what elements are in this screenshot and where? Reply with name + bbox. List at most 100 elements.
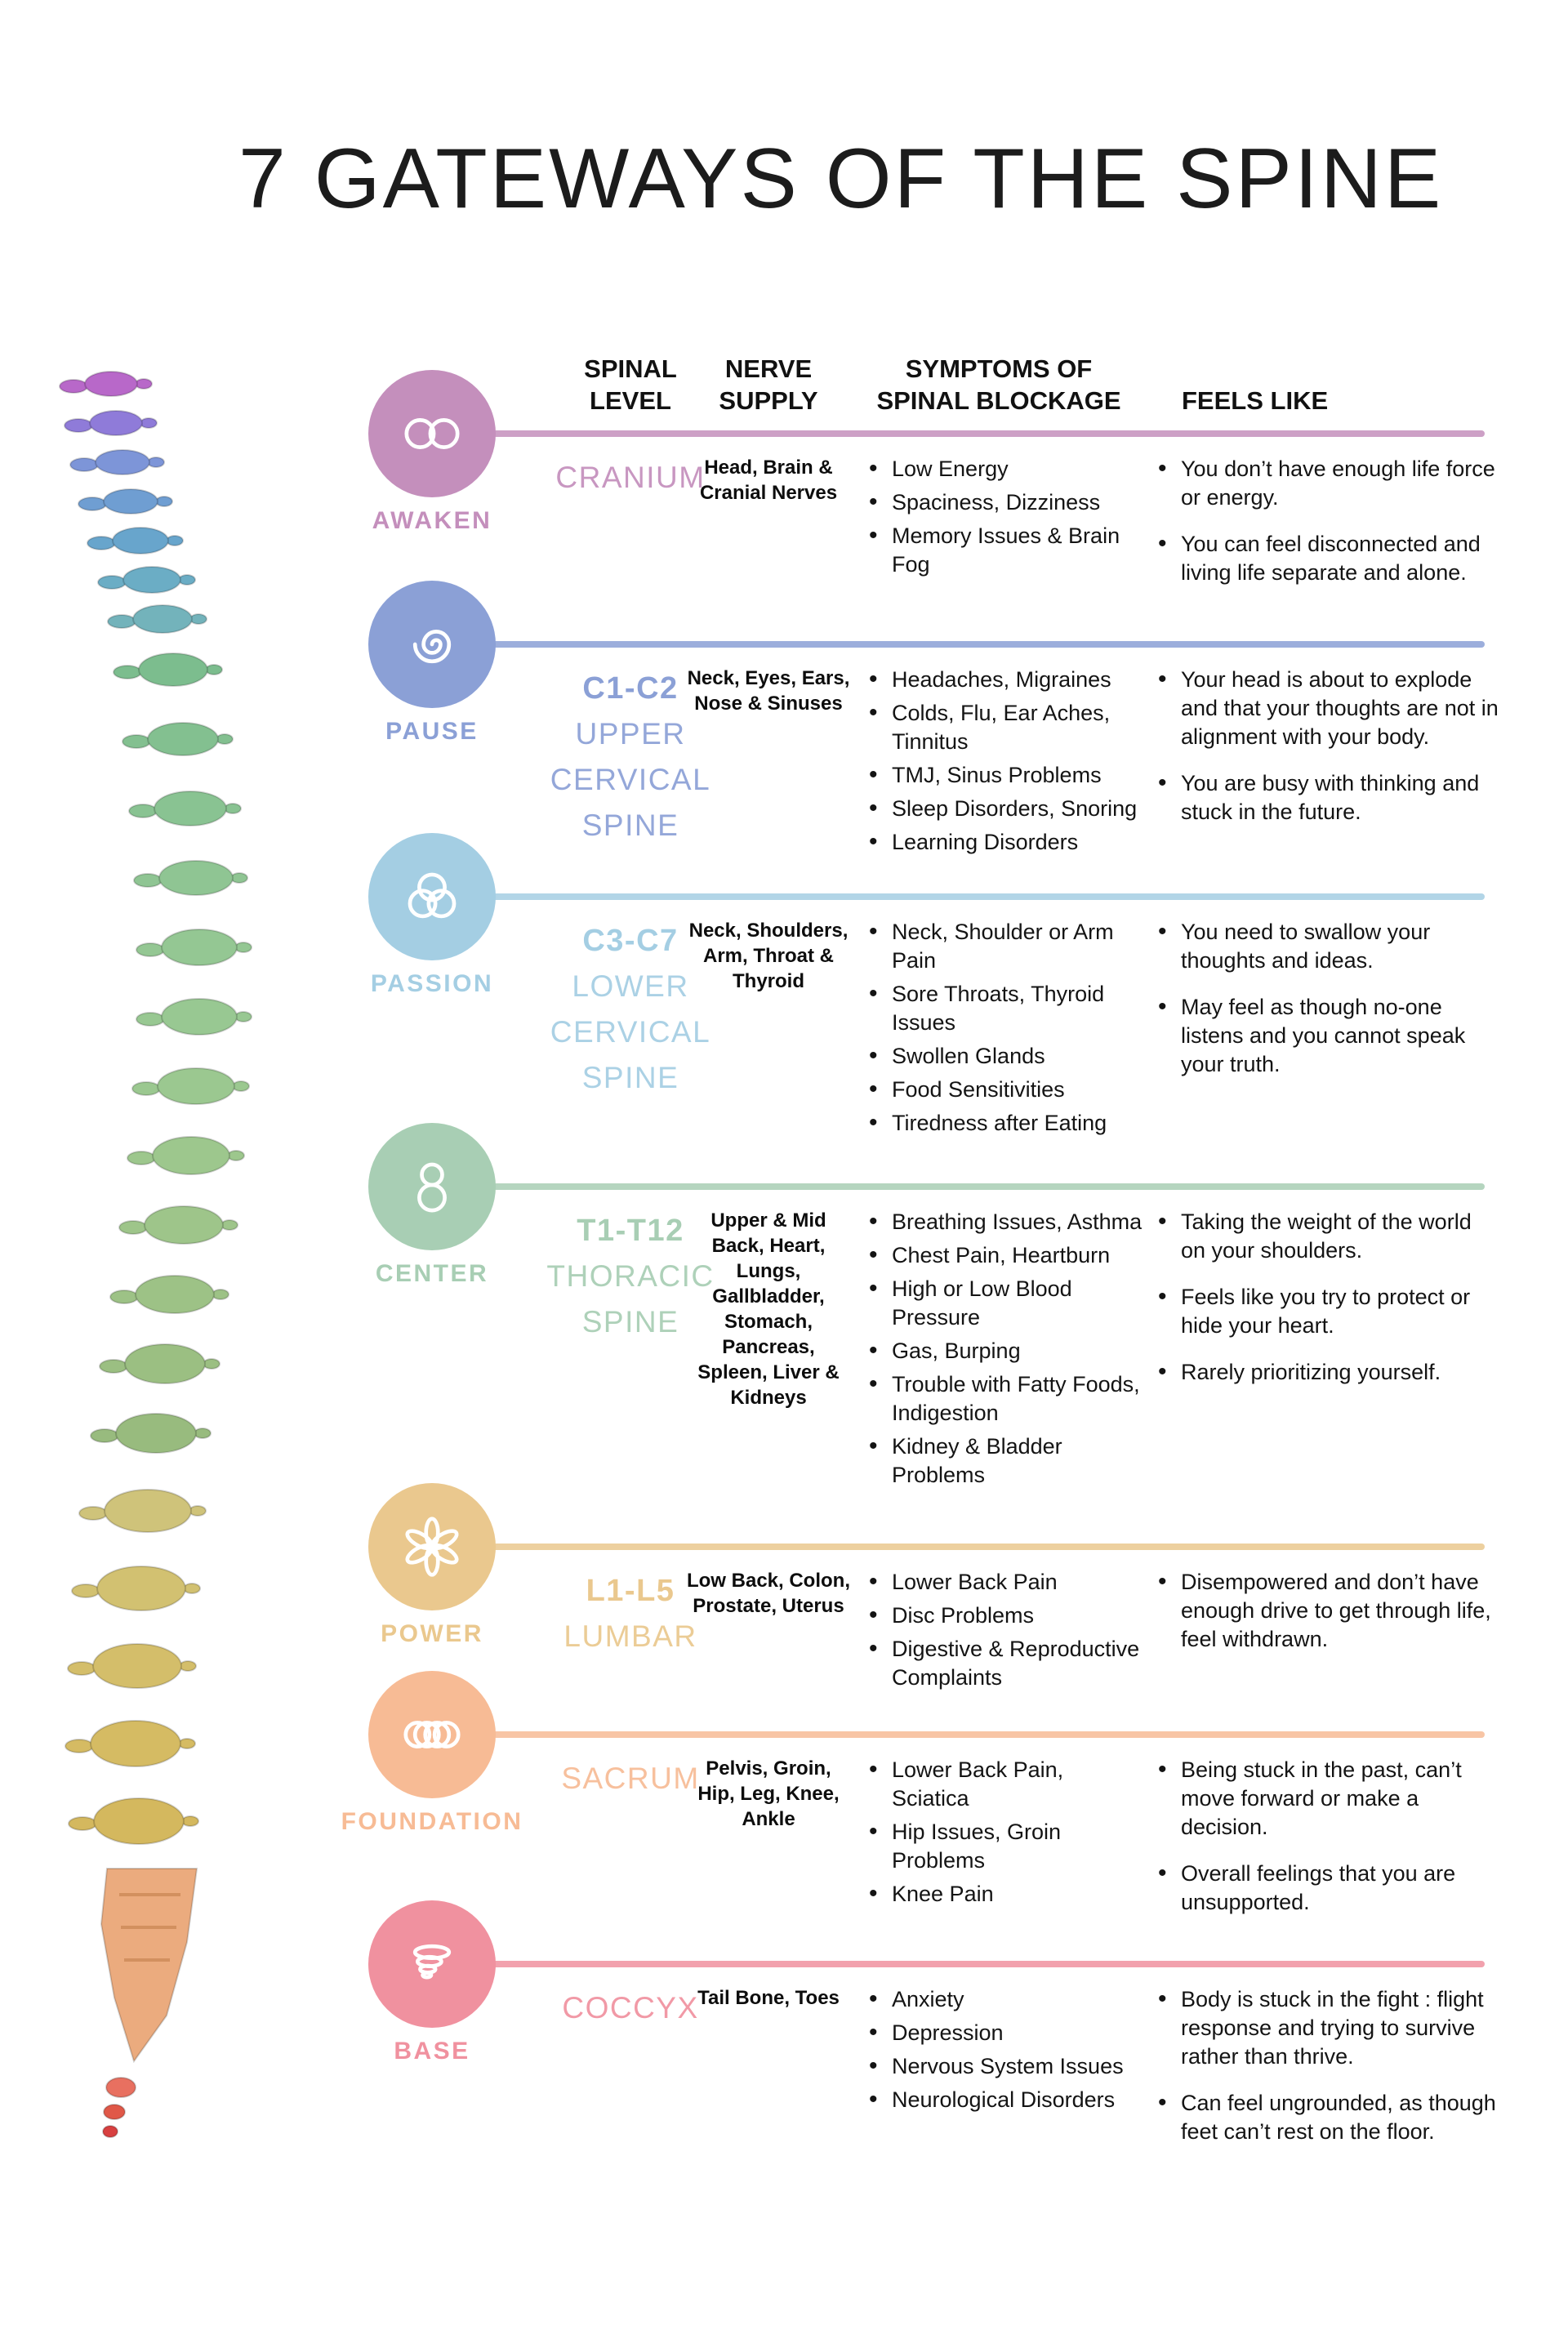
bullet-item: Your head is about to explode and that y… bbox=[1156, 665, 1499, 751]
spinal-level-code: C1-C2 bbox=[582, 671, 679, 706]
bullet-item: Sleep Disorders, Snoring bbox=[867, 794, 1145, 823]
spinal-level-name: LOWER CERVICAL SPINE bbox=[550, 969, 711, 1094]
bullet-item: Neck, Shoulder or Arm Pain bbox=[867, 917, 1145, 975]
row-divider-line bbox=[448, 430, 1485, 437]
bullet-item: Food Sensitivities bbox=[867, 1075, 1145, 1104]
feels-like-list: You don’t have enough life force or ener… bbox=[1156, 454, 1499, 605]
symptoms-list: Headaches, MigrainesColds, Flu, Ear Ache… bbox=[867, 665, 1145, 862]
spinal-level: L1-L5 LUMBAR bbox=[532, 1568, 728, 1659]
bullet-item: Neurological Disorders bbox=[867, 2085, 1145, 2114]
bullet-item: Taking the weight of the world on your s… bbox=[1156, 1207, 1499, 1265]
bullet-item: You need to swallow your thoughts and id… bbox=[1156, 917, 1499, 975]
nerve-supply-text: Neck, Shoulders, Arm, Throat & Thyroid bbox=[688, 920, 849, 992]
bullet-item: Headaches, Migraines bbox=[867, 665, 1145, 694]
spinal-level: SACRUM bbox=[532, 1756, 728, 1802]
bullet-item: Low Energy bbox=[867, 454, 1145, 483]
spinal-level-code: C3-C7 bbox=[582, 924, 679, 958]
flower-icon bbox=[405, 1517, 459, 1577]
spinal-level-name: CRANIUM bbox=[555, 461, 706, 494]
spine-svg bbox=[59, 371, 252, 2138]
feels-like-list: Your head is about to explode and that y… bbox=[1156, 665, 1499, 844]
gateway-badge bbox=[368, 581, 496, 708]
bullet-item: Sore Throats, Thyroid Issues bbox=[867, 979, 1145, 1037]
bullet-item: Kidney & Bladder Problems bbox=[867, 1432, 1145, 1490]
spinal-level-name: COCCYX bbox=[562, 1991, 699, 2025]
gateway-badge bbox=[368, 1671, 496, 1798]
bullet-item: Trouble with Fatty Foods, Indigestion bbox=[867, 1370, 1145, 1428]
bullet-item: Disempowered and don’t have enough drive… bbox=[1156, 1567, 1499, 1654]
spinal-level: COCCYX bbox=[532, 1985, 728, 2031]
bullet-item: High or Low Blood Pressure bbox=[867, 1274, 1145, 1332]
infinity-icon bbox=[404, 418, 460, 449]
symptoms-list: Lower Back PainDisc ProblemsDigestive & … bbox=[867, 1567, 1145, 1697]
nerve-supply-text: Pelvis, Groin, Hip, Leg, Knee, Ankle bbox=[697, 1757, 840, 1830]
feels-like-list: Being stuck in the past, can’t move forw… bbox=[1156, 1755, 1499, 1935]
tornado-icon bbox=[412, 1944, 452, 1980]
bullet-item: Chest Pain, Heartburn bbox=[867, 1241, 1145, 1270]
row-divider-line bbox=[448, 1544, 1485, 1550]
bullet-item: Rarely prioritizing yourself. bbox=[1156, 1357, 1499, 1387]
bullet-item: Spaciness, Dizziness bbox=[867, 488, 1145, 517]
feels-like-list: Disempowered and don’t have enough drive… bbox=[1156, 1567, 1499, 1672]
spinal-level: T1-T12 THORACIC SPINE bbox=[532, 1208, 728, 1345]
sacrum-shape bbox=[100, 1868, 198, 2064]
bullet-item: You are busy with thinking and stuck in … bbox=[1156, 768, 1499, 826]
bullet-item: You can feel disconnected and living lif… bbox=[1156, 529, 1499, 587]
row-divider-line bbox=[448, 641, 1485, 648]
bullet-item: Hip Issues, Groin Problems bbox=[867, 1817, 1145, 1875]
bullet-item: Lower Back Pain bbox=[867, 1567, 1145, 1597]
spinal-level-name: LUMBAR bbox=[564, 1619, 697, 1653]
row-divider-line bbox=[448, 1731, 1485, 1738]
bullet-item: Digestive & Reproductive Complaints bbox=[867, 1634, 1145, 1692]
symptoms-list: AnxietyDepressionNervous System IssuesNe… bbox=[867, 1984, 1145, 2119]
bullet-item: Nervous System Issues bbox=[867, 2051, 1145, 2081]
gateway-label: AWAKEN bbox=[372, 507, 492, 534]
figure-eight-icon bbox=[417, 1162, 447, 1213]
gateway-badge bbox=[368, 1123, 496, 1250]
triquetra-icon bbox=[408, 872, 457, 919]
spinal-level-code: T1-T12 bbox=[577, 1214, 684, 1248]
bullet-item: Body is stuck in the fight : flight resp… bbox=[1156, 1984, 1499, 2071]
gateway-badge bbox=[368, 370, 496, 497]
row-divider-line bbox=[448, 893, 1485, 900]
column-header-nerve-supply: NERVE SUPPLY bbox=[719, 354, 818, 415]
nerve-supply-text: Neck, Eyes, Ears, Nose & Sinuses bbox=[687, 667, 850, 715]
nerve-supply-text: Upper & Mid Back, Heart, Lungs, Gallblad… bbox=[697, 1209, 840, 1409]
bullet-item: Overall feelings that you are unsupporte… bbox=[1156, 1859, 1499, 1917]
bullet-item: Memory Issues & Brain Fog bbox=[867, 521, 1145, 579]
bullet-item: Disc Problems bbox=[867, 1601, 1145, 1630]
spinal-level-name: THORACIC SPINE bbox=[546, 1259, 715, 1339]
gateway-label: FOUNDATION bbox=[341, 1808, 523, 1835]
nerve-supply-text: Head, Brain & Cranial Nerves bbox=[699, 457, 838, 504]
symptoms-list: Breathing Issues, AsthmaChest Pain, Hear… bbox=[867, 1207, 1145, 1494]
spinal-level: CRANIUM bbox=[532, 455, 728, 501]
spinal-level: C1-C2 UPPER CERVICAL SPINE bbox=[532, 666, 728, 849]
column-header-feels-like: FEELS LIKE bbox=[1182, 386, 1329, 415]
spiral-icon bbox=[412, 630, 452, 664]
feels-like-list: Body is stuck in the fight : flight resp… bbox=[1156, 1984, 1499, 2164]
symptoms-list: Neck, Shoulder or Arm PainSore Throats, … bbox=[867, 917, 1145, 1143]
bullet-item: You don’t have enough life force or ener… bbox=[1156, 454, 1499, 512]
gateway-label: BASE bbox=[394, 2038, 470, 2065]
spinal-level-name: UPPER CERVICAL SPINE bbox=[550, 717, 711, 842]
gateway-label: PASSION bbox=[370, 970, 494, 997]
spine-illustration bbox=[29, 351, 356, 2189]
bullet-item: Knee Pain bbox=[867, 1879, 1145, 1909]
spinal-level: C3-C7 LOWER CERVICAL SPINE bbox=[532, 918, 728, 1101]
gateway-label: CENTER bbox=[375, 1260, 489, 1287]
bullet-item: Being stuck in the past, can’t move forw… bbox=[1156, 1755, 1499, 1842]
bullet-item: Colds, Flu, Ear Aches, Tinnitus bbox=[867, 698, 1145, 756]
bullet-item: Learning Disorders bbox=[867, 827, 1145, 857]
row-divider-line bbox=[448, 1183, 1485, 1190]
symptoms-list: Low EnergySpaciness, DizzinessMemory Iss… bbox=[867, 454, 1145, 584]
bullet-item: Feels like you try to protect or hide yo… bbox=[1156, 1282, 1499, 1340]
bullet-item: Lower Back Pain, Sciatica bbox=[867, 1755, 1145, 1813]
spinal-level-name: SACRUM bbox=[561, 1762, 700, 1795]
symptoms-list: Lower Back Pain, SciaticaHip Issues, Gro… bbox=[867, 1755, 1145, 1913]
bullet-item: Swollen Glands bbox=[867, 1041, 1145, 1071]
rings-icon bbox=[403, 1721, 461, 1748]
gateway-label: POWER bbox=[381, 1620, 483, 1647]
nerve-supply-text: Low Back, Colon, Prostate, Uterus bbox=[686, 1570, 850, 1617]
bullet-item: Gas, Burping bbox=[867, 1336, 1145, 1365]
